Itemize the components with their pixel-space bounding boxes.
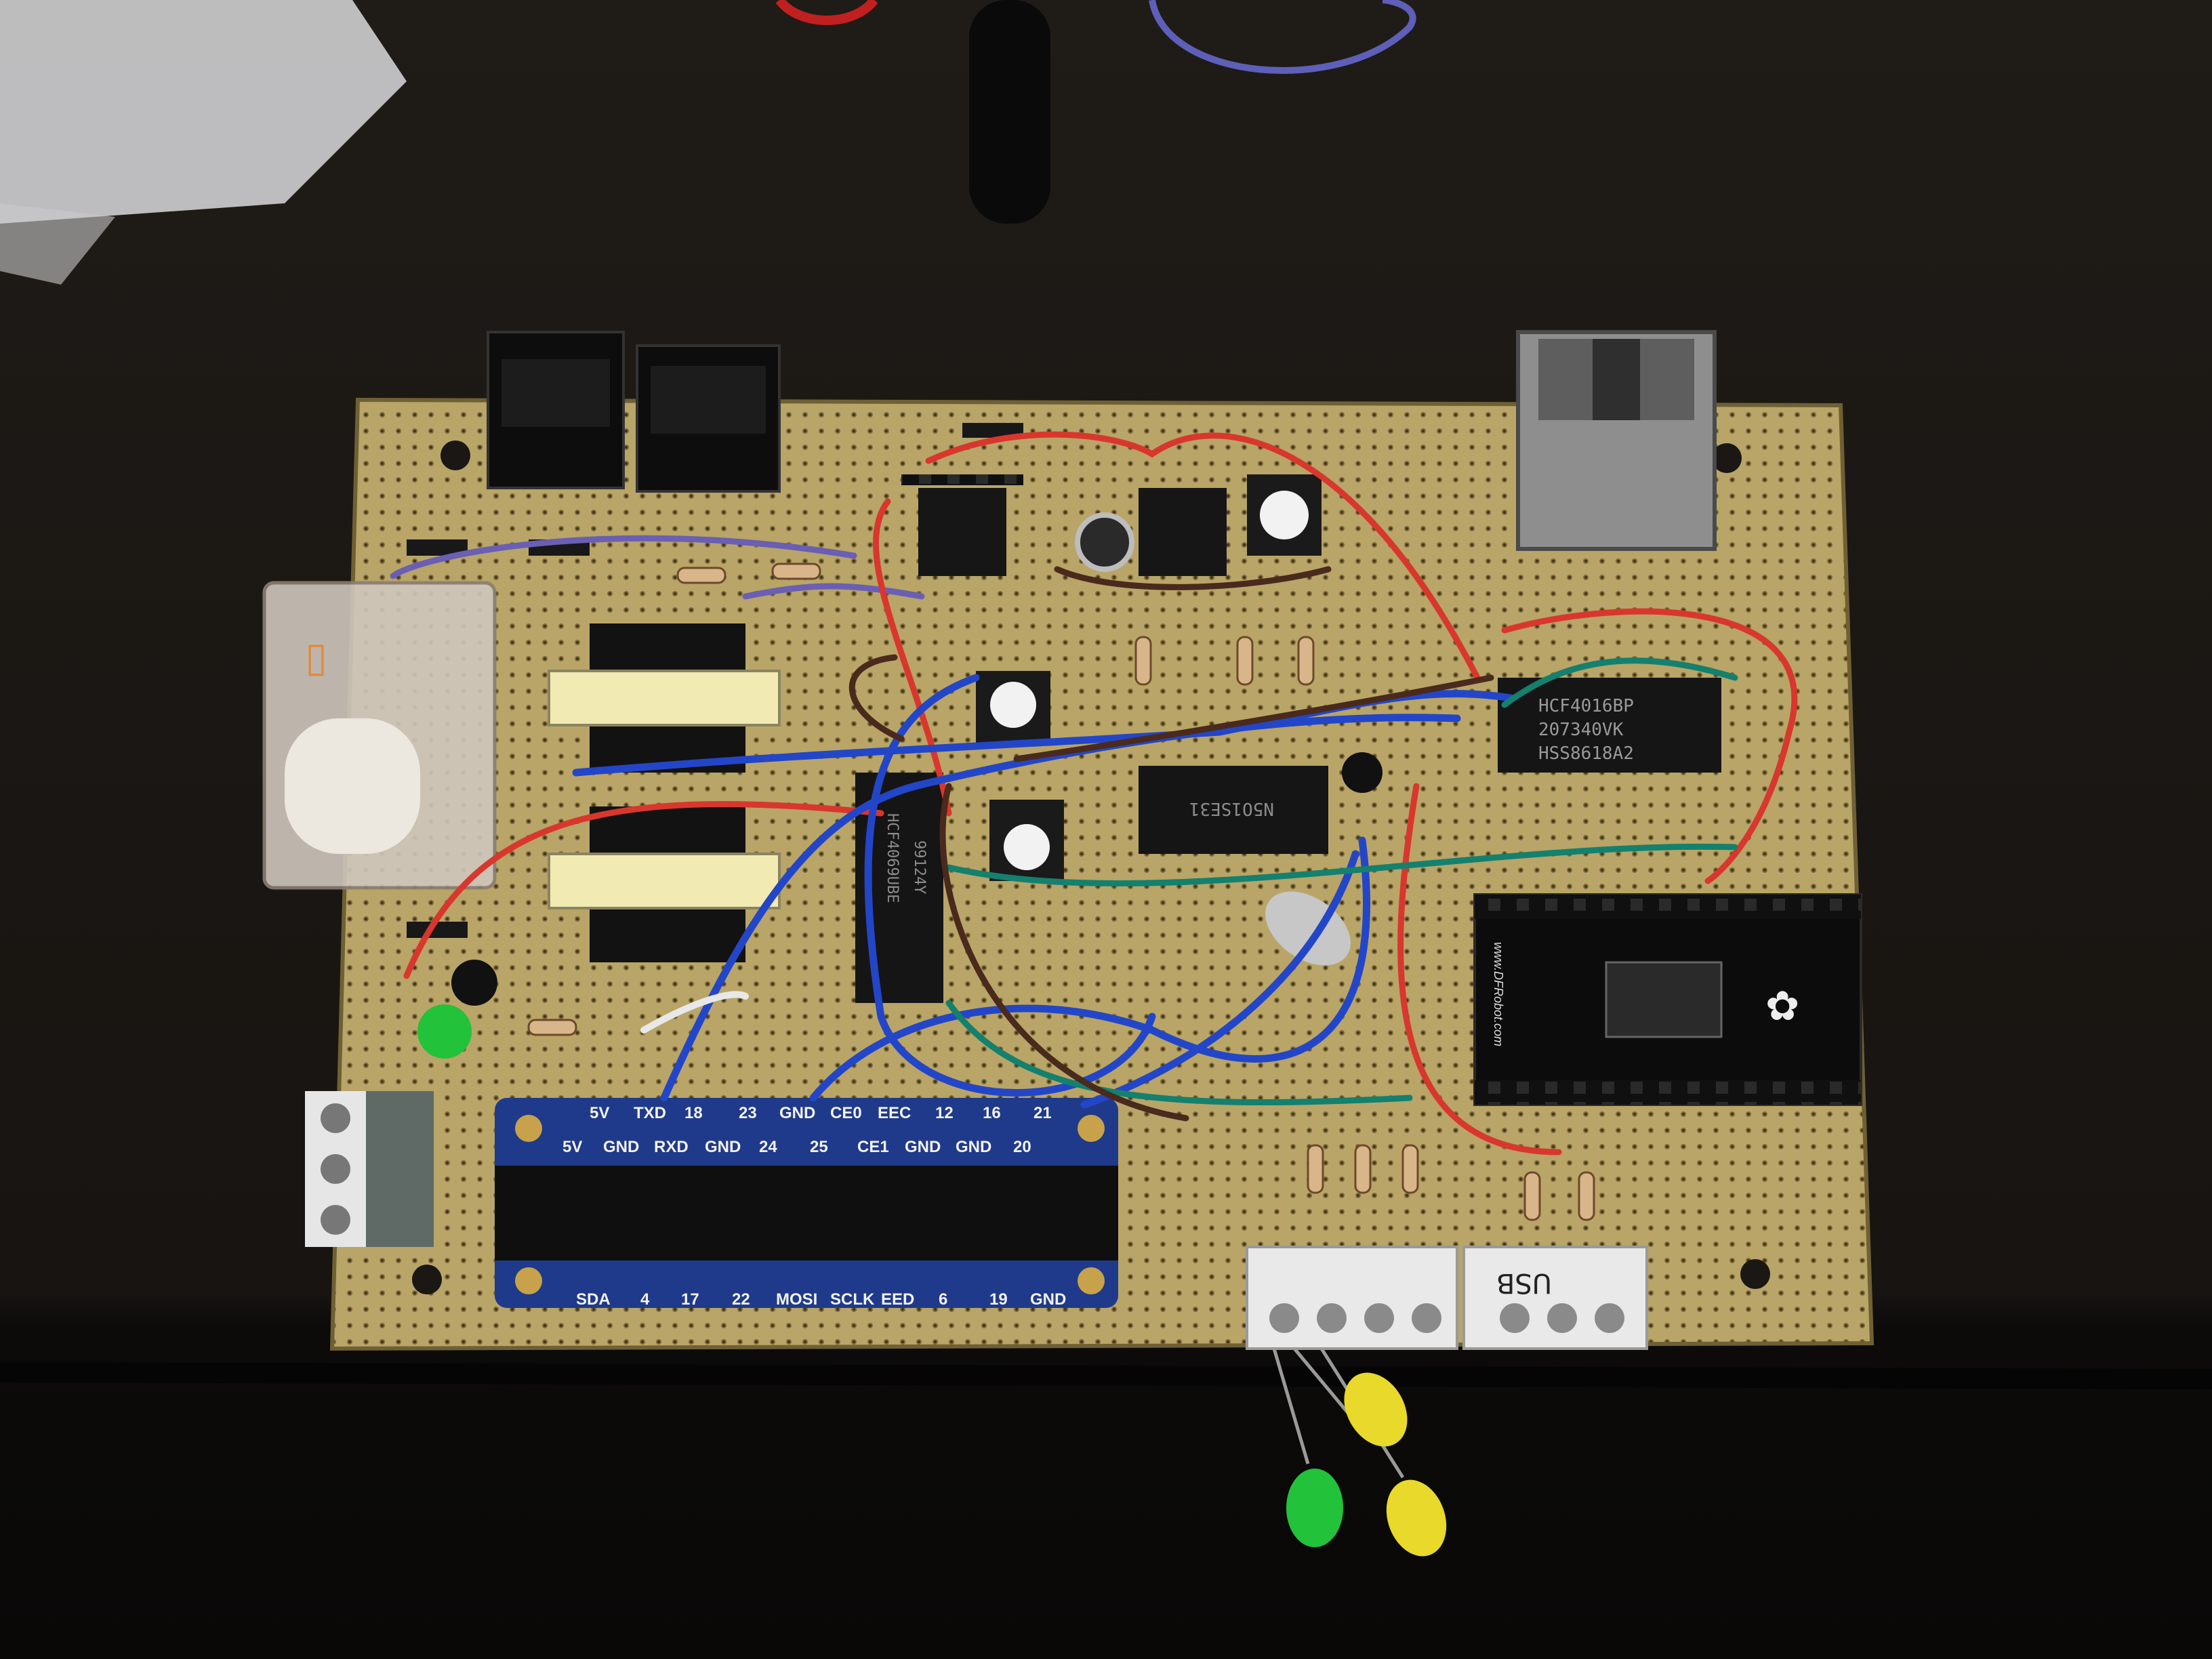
gpio-label: 6	[939, 1290, 947, 1309]
gpio-label: CE1	[857, 1138, 889, 1156]
heatshrink-tube	[969, 0, 1050, 224]
gpio-label: GND	[779, 1104, 815, 1122]
resistors	[527, 562, 1595, 1221]
ic-dip8-left-pins	[901, 474, 1023, 485]
gpio-label: 18	[684, 1104, 703, 1122]
external-leds	[1272, 1347, 1447, 1557]
jumper-wires	[390, 431, 1798, 1155]
transformer-bottom	[548, 806, 781, 962]
dfrobot-brand: www.DFRobot.com	[1492, 942, 1505, 1046]
transformer-top	[548, 623, 781, 773]
diodes	[407, 423, 1023, 938]
screw-terminal-usb: USB	[1462, 1246, 1648, 1350]
table-edge	[0, 1362, 2212, 1389]
gpio-label: EED	[881, 1290, 914, 1309]
gpio-label: GND	[603, 1138, 639, 1156]
gpio-label: 24	[759, 1138, 777, 1156]
gpio-label: 22	[732, 1290, 750, 1309]
gpio-breakout-board: 5V TXD 18 23 GND CE0 EEC 12 16 21 5V GND…	[495, 1098, 1118, 1309]
relay: ▯	[262, 581, 497, 890]
gpio-bottom-row-labels: SDA 4 17 22 MOSI SCLK EED 6 19 GND	[576, 1290, 1066, 1309]
gpio-label: 25	[810, 1138, 828, 1156]
board-led-green	[417, 1004, 472, 1059]
ic-ne555-quad: N5O1SE31	[1139, 766, 1328, 854]
usb-terminal-label: USB	[1496, 1267, 1552, 1298]
rj45-ethernet-jack	[1516, 330, 1717, 551]
svg-text:▯: ▯	[305, 634, 327, 681]
plastic-bag	[0, 0, 407, 224]
gpio-label: EEC	[878, 1104, 911, 1122]
gpio-label: 17	[681, 1290, 699, 1309]
ic-4016-line1: HCF4016BP	[1538, 696, 1634, 716]
loose-wire-purple	[1149, 0, 1416, 75]
led-green-ext	[1286, 1469, 1343, 1547]
gpio-label: 21	[1033, 1104, 1052, 1122]
trimmer-pot-low	[989, 800, 1064, 881]
gpio-label: CE0	[830, 1104, 862, 1122]
plastic-bag-corner	[0, 203, 115, 285]
ic-dip8-right	[1139, 488, 1227, 576]
ic-4016-line2: 207340VK	[1538, 720, 1624, 740]
trimmer-pot-top	[1247, 474, 1322, 556]
transistor-center	[1342, 752, 1382, 793]
transistor-left	[451, 960, 497, 1006]
dfrobot-module: www.DFRobot.com ✿	[1473, 893, 1862, 1106]
ic-4016-line3: HSS8618A2	[1538, 743, 1634, 764]
gpio-label: TXD	[634, 1104, 666, 1122]
gpio-label: 12	[935, 1104, 954, 1122]
gpio-label: SDA	[576, 1290, 611, 1309]
gpio-label: GND	[905, 1138, 941, 1156]
gpio-top-row-labels: 5V TXD 18 23 GND CE0 EEC 12 16 21	[590, 1104, 1052, 1122]
gpio-label: GND	[705, 1138, 741, 1156]
screw-terminal-3pin	[305, 1091, 434, 1247]
ic-hcf4069-code: 99124Y	[911, 840, 928, 894]
led-yellow-2	[1386, 1479, 1447, 1557]
gpio-mid-row-labels: 5V GND RXD GND 24 25 CE1 GND GND 20	[562, 1138, 1031, 1156]
gpio-label: GND	[956, 1138, 991, 1156]
rj11-jack-left	[487, 331, 625, 489]
ic-hcf4016: HCF4016BP 207340VK HSS8618A2	[1498, 678, 1721, 773]
gpio-label: MOSI	[776, 1290, 817, 1309]
gpio-label: SCLK	[830, 1290, 875, 1309]
ic-center-label: N5O1SE31	[1189, 798, 1274, 819]
loose-wire-red	[775, 0, 878, 25]
gpio-label: 5V	[590, 1104, 609, 1122]
led-yellow-1	[1344, 1372, 1408, 1447]
screw-terminal-4pin	[1246, 1246, 1458, 1350]
ic-hcf4069-label: HCF4069UBE	[884, 813, 901, 903]
gpio-label: 5V	[562, 1138, 582, 1156]
ic-dip8-left	[918, 488, 1006, 576]
gpio-label: 16	[983, 1104, 1001, 1122]
capacitor-electrolytic	[1075, 512, 1134, 572]
gpio-label: RXD	[654, 1138, 689, 1156]
gpio-label: 20	[1013, 1138, 1031, 1156]
trimmer-pot-mid	[976, 671, 1050, 745]
gpio-label: 4	[640, 1290, 650, 1309]
gpio-label: 19	[989, 1290, 1008, 1309]
gpio-label: 23	[739, 1104, 757, 1122]
gear-logo-icon: ✿	[1765, 983, 1799, 1030]
gpio-label: GND	[1030, 1290, 1066, 1309]
rj11-jack-right	[636, 344, 781, 493]
